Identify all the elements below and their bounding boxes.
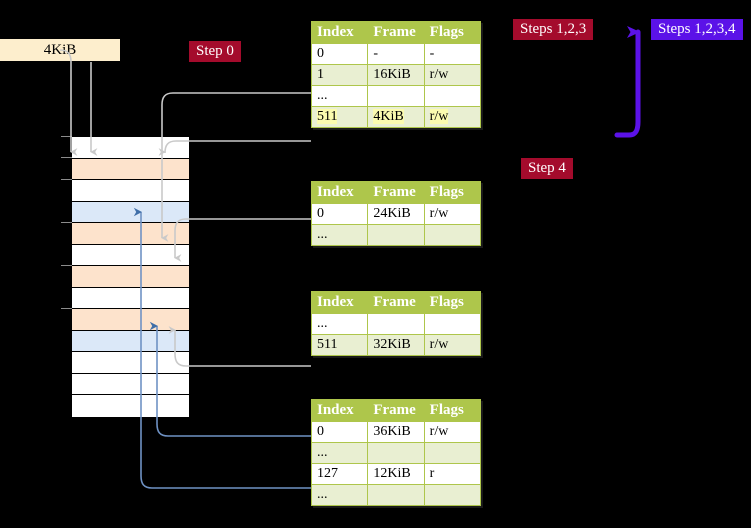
memory-tick <box>61 222 72 223</box>
memory-frame-row <box>72 244 189 266</box>
memory-frame-row <box>72 373 189 395</box>
memory-frame-row <box>72 309 189 331</box>
cell-flags <box>423 484 482 506</box>
table-row: ... <box>310 224 482 246</box>
memory-frame-row <box>72 137 189 159</box>
cell-frame <box>367 442 425 464</box>
cell-frame: 24KiB <box>367 203 425 225</box>
connector-steps-1234 <box>614 26 641 138</box>
badge-step-0: Step 0 <box>189 41 241 62</box>
cell-index: 0 <box>310 43 369 65</box>
memory-tick <box>61 157 72 158</box>
column-header-index: Index <box>310 181 369 204</box>
cell-flags: r/w <box>423 334 482 356</box>
cell-frame: 12KiB <box>367 463 425 485</box>
cell-index: 0 <box>310 203 369 225</box>
cell-flags <box>423 313 482 335</box>
cell-frame <box>367 484 425 506</box>
column-header-flags: Flags <box>423 181 482 204</box>
cell-index: 1 <box>310 64 369 86</box>
memory-frame-row <box>72 158 189 180</box>
column-header-index: Index <box>310 399 369 422</box>
cell-frame: 4KiB <box>367 106 425 128</box>
memory-frame-row <box>72 180 189 202</box>
cell-frame: 16KiB <box>367 64 425 86</box>
badge-steps-123: Steps 1,2,3 <box>513 19 594 40</box>
badge-step-4: Step 4 <box>521 158 573 179</box>
cell-frame <box>367 313 425 335</box>
cell-index: 0 <box>310 421 369 443</box>
cell-index: ... <box>310 442 369 464</box>
connector-pd-511 <box>168 326 311 367</box>
memory-frame-row <box>72 266 189 288</box>
cell-flags: r/w <box>423 421 482 443</box>
column-header-flags: Flags <box>423 291 482 314</box>
physical-memory-column <box>71 136 190 417</box>
memory-frame-row <box>72 352 189 374</box>
cell-index: ... <box>310 85 369 107</box>
cell-frame <box>367 85 425 107</box>
cell-frame: 32KiB <box>367 334 425 356</box>
cell-flags: r/w <box>423 106 482 128</box>
column-header-frame: Frame <box>367 21 425 44</box>
badge-steps-1234: Steps 1,2,3,4 <box>651 19 743 40</box>
column-header-index: Index <box>310 291 369 314</box>
cell-flags: r/w <box>423 203 482 225</box>
memory-frame-row <box>72 287 189 309</box>
column-header-frame: Frame <box>367 399 425 422</box>
cell-index: ... <box>310 484 369 506</box>
frame-4kib-label: 4KiB <box>43 41 77 58</box>
cell-flags: - <box>423 43 482 65</box>
cell-frame: 36KiB <box>367 421 425 443</box>
memory-tick <box>61 179 72 180</box>
cell-flags <box>423 442 482 464</box>
memory-tick <box>61 136 72 137</box>
cell-flags <box>423 224 482 246</box>
memory-frame-row <box>72 330 189 352</box>
column-header-flags: Flags <box>423 399 482 422</box>
memory-tick <box>61 308 72 309</box>
memory-frame-row <box>72 395 189 417</box>
cell-flags <box>423 85 482 107</box>
table-row: ... <box>310 442 482 464</box>
column-header-flags: Flags <box>423 21 482 44</box>
column-header-index: Index <box>310 21 369 44</box>
cell-frame <box>367 224 425 246</box>
cell-frame: - <box>367 43 425 65</box>
connector-pdpt-0 <box>174 218 311 262</box>
memory-frame-row <box>72 201 189 223</box>
cell-index: 511 <box>310 334 369 356</box>
table-row: ... <box>310 85 482 107</box>
table-row: ... <box>310 484 482 506</box>
frame-4kib-box: 4KiB <box>0 39 120 61</box>
column-header-frame: Frame <box>367 291 425 314</box>
table-row: 0-- <box>310 43 482 65</box>
cell-index: 511 <box>310 106 369 128</box>
memory-tick <box>61 265 72 266</box>
cell-index: ... <box>310 224 369 246</box>
cell-flags: r/w <box>423 64 482 86</box>
table-row: ... <box>310 313 482 335</box>
cell-flags: r <box>423 463 482 485</box>
cell-index: 127 <box>310 463 369 485</box>
column-header-frame: Frame <box>367 181 425 204</box>
memory-frame-row <box>72 223 189 245</box>
cell-index: ... <box>310 313 369 335</box>
